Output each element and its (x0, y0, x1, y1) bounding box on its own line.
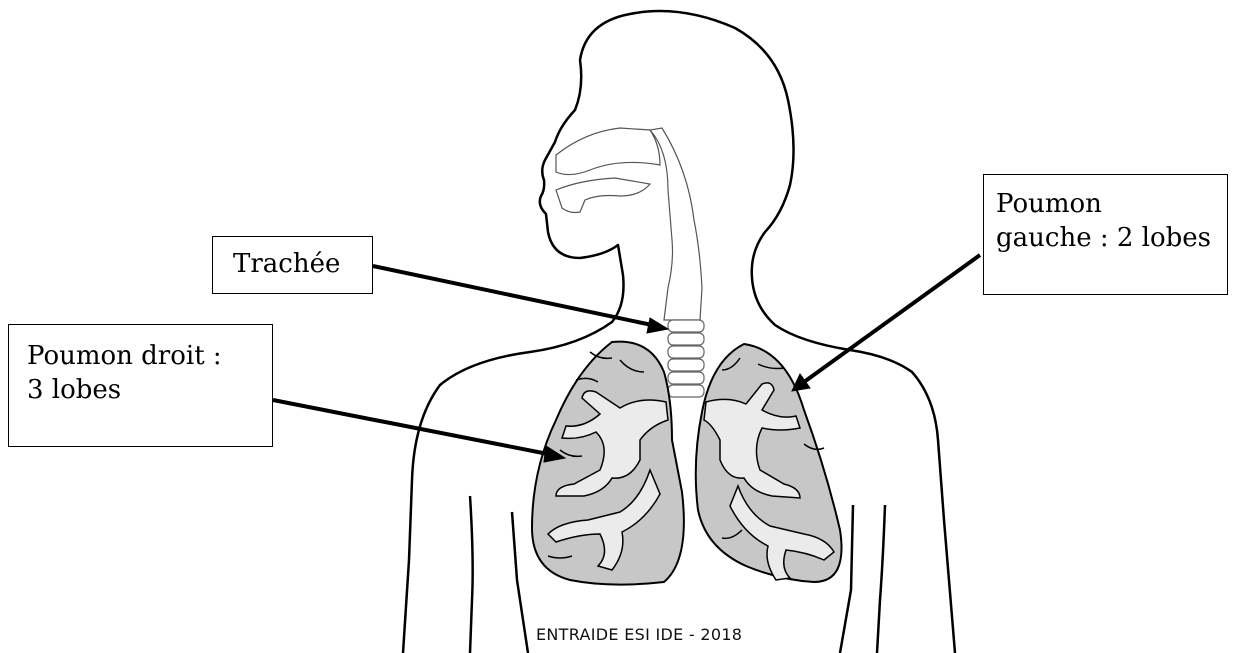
trachea-ring (668, 385, 704, 397)
trachea-ring (668, 320, 704, 332)
trachea-ring (668, 359, 704, 371)
nasal-cavity (556, 128, 660, 175)
oral-cavity (556, 178, 650, 213)
trachea-ring (668, 372, 704, 384)
trachea-ring (668, 333, 704, 345)
right-torso-outline (512, 512, 528, 653)
trachea-label: Trachée (212, 236, 373, 294)
left-torso-outline (840, 505, 853, 653)
right-lung-arrow-line (273, 400, 548, 454)
right-lung-label: Poumon droit : 3 lobes (8, 324, 273, 447)
left-lung-arrow-line (804, 255, 980, 382)
trachea-ring (668, 346, 704, 358)
watermark-text: ENTRAIDE ESI IDE - 2018 (536, 625, 742, 644)
trachea-arrow-line (373, 266, 652, 325)
left-lung-arrow-head (792, 374, 810, 391)
right-arm-outline (470, 496, 473, 653)
left-arm-outline (877, 505, 885, 653)
left-lung-label: Poumon gauche : 2 lobes (983, 174, 1228, 295)
